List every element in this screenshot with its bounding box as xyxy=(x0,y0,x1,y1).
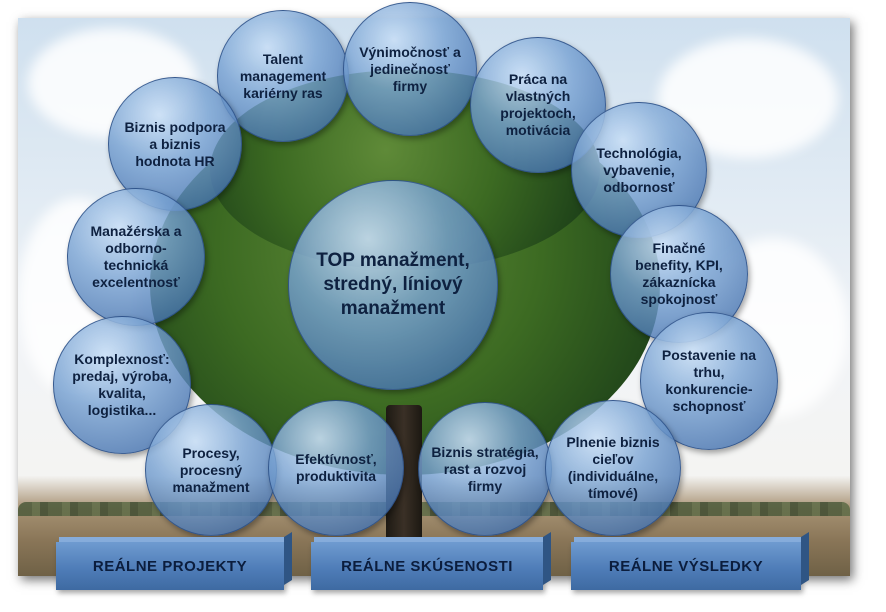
box-real-results: REÁLNE VÝSLEDKY xyxy=(571,537,809,590)
bubble-own-projects: Práca na vlastných projektoch, motivácia xyxy=(470,37,606,173)
bubble-business-strategy: Biznis stratégia, rast a rozvoj firmy xyxy=(418,402,552,536)
bubble-market-position: Postavenie na trhu, konkurencie- schopno… xyxy=(640,312,778,450)
bubble-efficiency: Efektívnosť, produktivita xyxy=(268,400,404,536)
bubble-top-management: TOP manažment, stredný, líniový manažmen… xyxy=(288,180,498,390)
bubble-talent-management: Talent management kariérny ras xyxy=(217,10,349,142)
bubble-managerial-excellence: Manažérska a odborno- technická excelent… xyxy=(67,188,205,326)
bubble-processes: Procesy, procesný manažment xyxy=(145,404,277,536)
box-real-experience: REÁLNE SKÚSENOSTI xyxy=(311,537,551,590)
bubble-business-goals: Plnenie biznis cieľov (individuálne, tím… xyxy=(545,400,681,536)
box-real-projects: REÁLNE PROJEKTY xyxy=(56,537,292,590)
bubble-uniqueness: Výnimočnosť a jedinečnosť firmy xyxy=(343,2,477,136)
